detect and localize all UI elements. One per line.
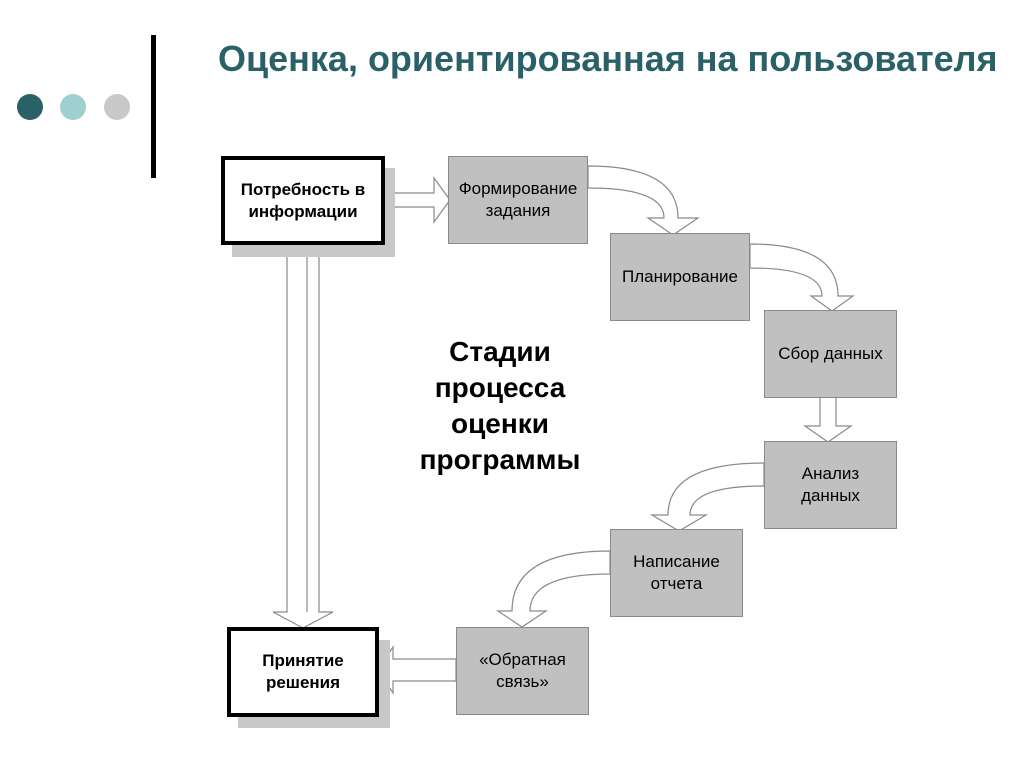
node-decision: Принятие решения bbox=[227, 627, 379, 717]
node-planning: Планирование bbox=[610, 233, 750, 321]
arrow-analysis-to-report bbox=[649, 462, 765, 532]
diagram-center-label: Стадии процесса оценки программы bbox=[419, 336, 581, 475]
arrow-report-to-feedback bbox=[496, 550, 611, 628]
arrow-collection-to-analysis bbox=[803, 396, 853, 443]
slide-title: Оценка, ориентированная на пользователя bbox=[218, 38, 998, 79]
node-feedback-label: «Обратная связь» bbox=[479, 650, 566, 691]
arrow-need-to-decision bbox=[272, 242, 334, 629]
node-planning-label: Планирование bbox=[621, 267, 739, 286]
arrow-planning-to-collection bbox=[749, 243, 855, 312]
decorative-dot-dark bbox=[17, 94, 43, 120]
decorative-dot-grey bbox=[104, 94, 130, 120]
node-report-label: Написание отчета bbox=[633, 552, 720, 593]
node-decision-label: Принятие решения bbox=[262, 651, 344, 692]
node-formulation-label: Формирование задания bbox=[458, 179, 578, 220]
arrow-formulation-to-planning bbox=[587, 165, 700, 236]
node-collection: Сбор данных bbox=[764, 310, 897, 398]
node-need: Потребность в информации bbox=[221, 156, 385, 245]
title-divider bbox=[151, 35, 156, 178]
node-feedback: «Обратная связь» bbox=[456, 627, 589, 715]
decorative-dot-light bbox=[60, 94, 86, 120]
node-formulation: Формирование задания bbox=[448, 156, 588, 244]
node-analysis: Анализ данных bbox=[764, 441, 897, 529]
node-analysis-label: Анализ данных bbox=[801, 464, 860, 505]
node-need-label: Потребность в информации bbox=[240, 179, 366, 221]
node-collection-label: Сбор данных bbox=[778, 344, 883, 363]
node-report: Написание отчета bbox=[610, 529, 743, 617]
